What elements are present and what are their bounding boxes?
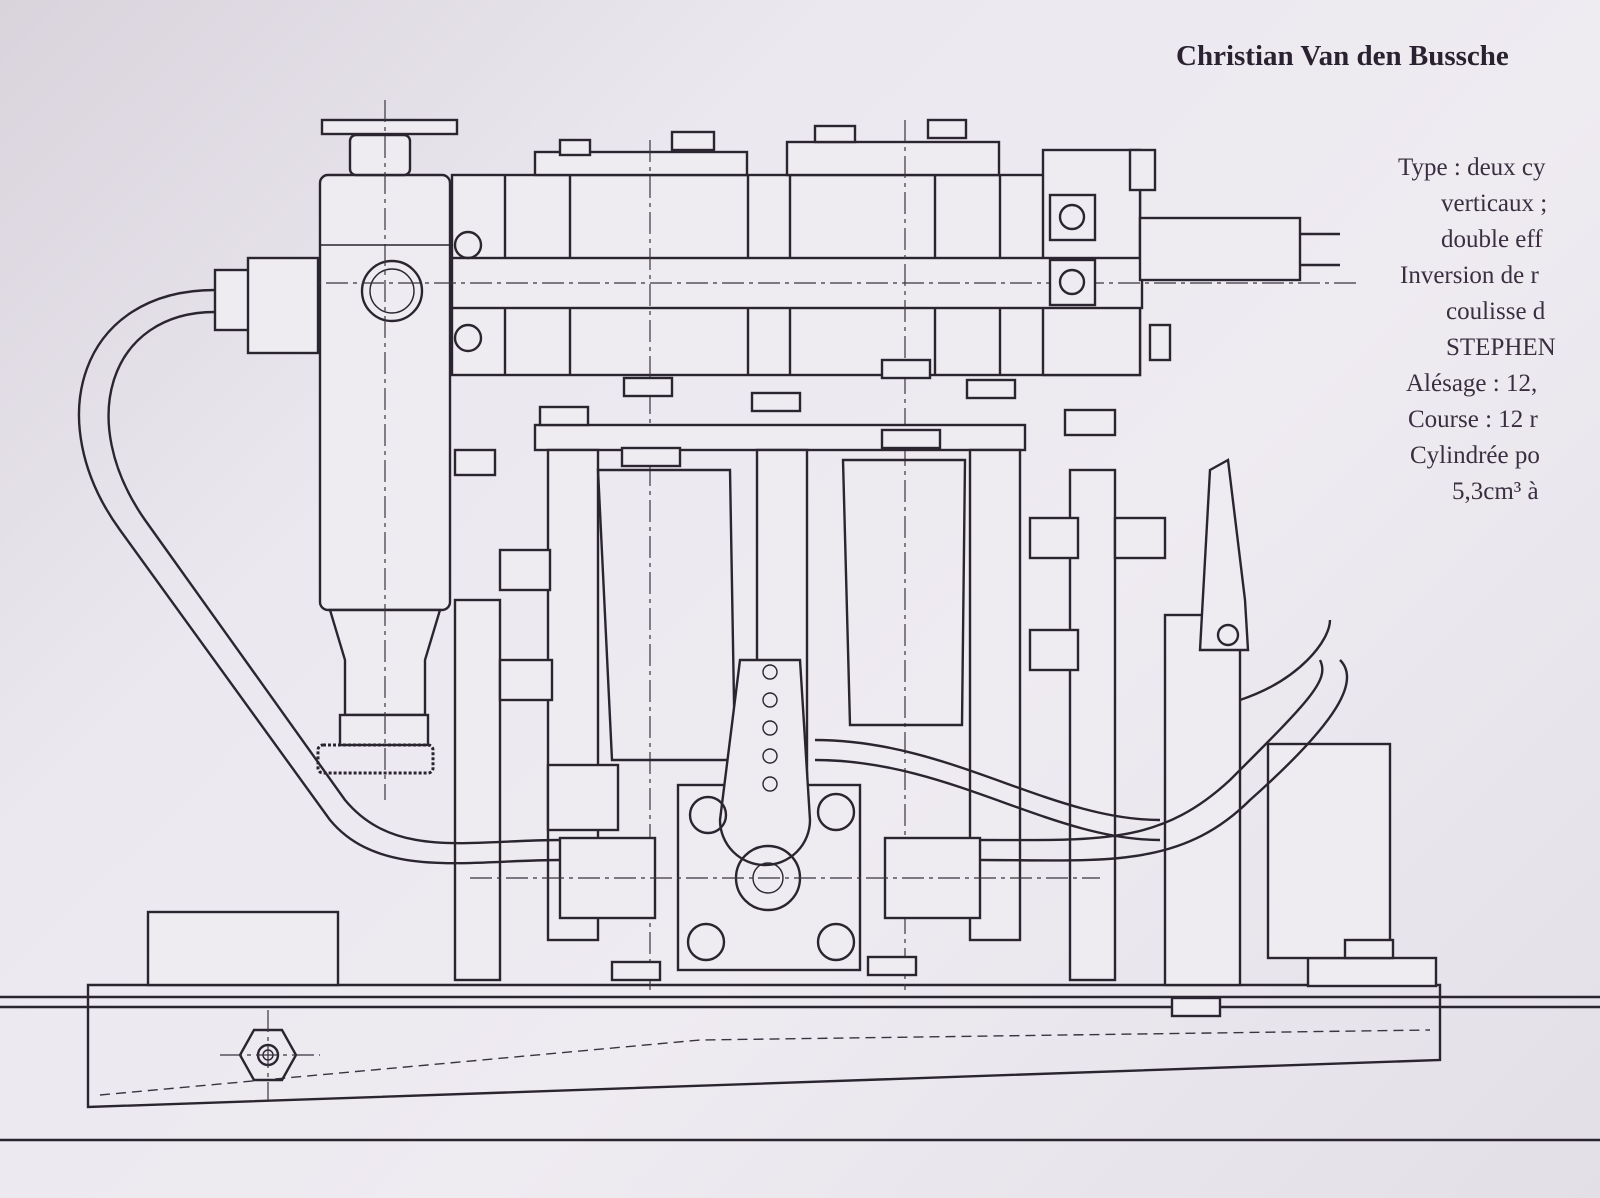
spec-line: Type : deux cy xyxy=(1398,154,1546,181)
lubricator xyxy=(316,100,459,800)
crank-assembly xyxy=(470,658,1100,972)
hex-nut-icon xyxy=(220,1010,320,1100)
base-plate xyxy=(0,742,1600,1142)
spec-line: Inversion de r xyxy=(1400,262,1539,289)
author-name: Christian Van den Bussche xyxy=(1176,40,1509,72)
spec-line: Alésage : 12, xyxy=(1406,370,1538,397)
steam-pipe xyxy=(77,256,1349,865)
spec-line: double eff xyxy=(1441,226,1543,253)
spec-line: Course : 12 r xyxy=(1408,406,1538,433)
hex-nuts xyxy=(453,118,1395,1018)
spec-line: STEPHEN xyxy=(1446,334,1556,361)
cylinder-block xyxy=(290,120,1360,990)
spec-line: coulisse d xyxy=(1446,298,1546,325)
spec-line: verticaux ; xyxy=(1441,190,1548,217)
spec-line: 5,3cm³ à xyxy=(1452,478,1539,505)
spec-line: Cylindrée po xyxy=(1410,442,1540,469)
